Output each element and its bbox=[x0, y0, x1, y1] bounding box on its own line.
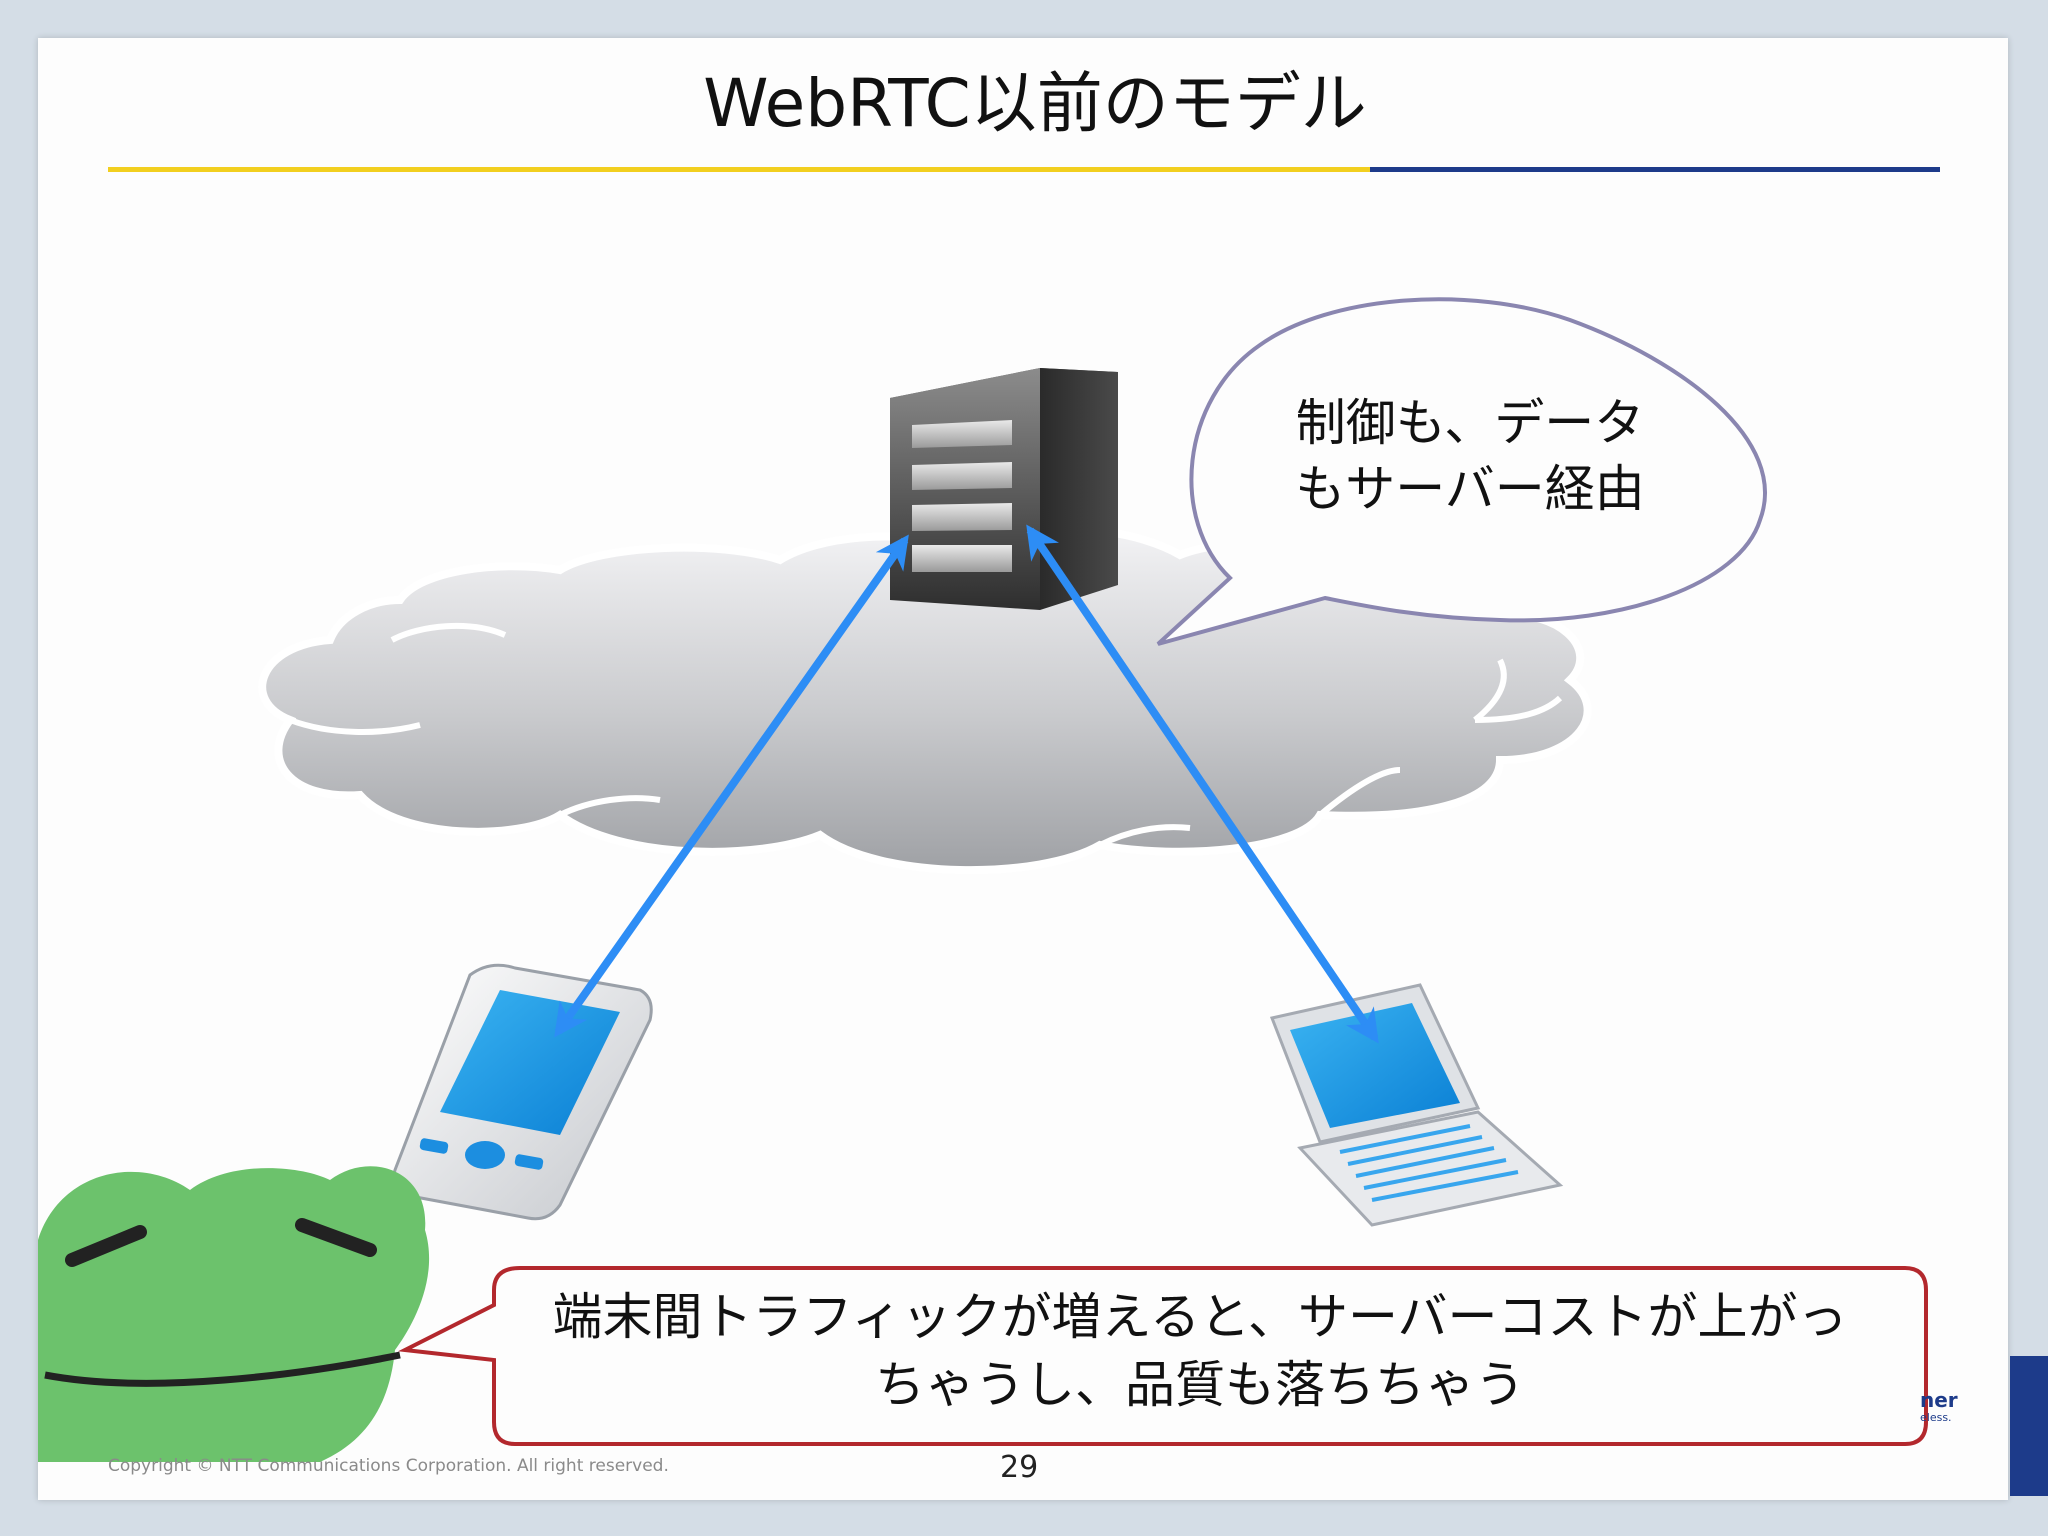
server-bubble-line-1: 制御も、データ bbox=[1295, 394, 1645, 452]
title-rule-blue bbox=[1370, 167, 1940, 172]
logo-fragment-main: ner bbox=[1920, 1388, 1958, 1412]
logo-fragment: ner eless. bbox=[1920, 1390, 1958, 1423]
frog-bubble-text: 端末間トラフィックが増えると、サーバーコストが上がっ ちゃうし、品質も落ちちゃう bbox=[500, 1283, 1900, 1419]
slide-title: WebRTC以前のモデル bbox=[703, 65, 1367, 142]
logo-bar bbox=[2010, 1356, 2048, 1496]
logo-fragment-sub: eless. bbox=[1920, 1411, 1952, 1424]
frog-icon bbox=[38, 1166, 430, 1462]
server-bubble-line-2: もサーバー経由 bbox=[1295, 460, 1645, 518]
frog-bubble-line-1: 端末間トラフィックが増えると、サーバーコストが上がっ bbox=[552, 1288, 1848, 1346]
title-rule-yellow bbox=[108, 167, 1370, 172]
server-icon bbox=[890, 368, 1118, 610]
laptop-icon bbox=[1269, 983, 1564, 1227]
smartphone-icon bbox=[392, 963, 653, 1221]
frog-bubble-line-2: ちゃうし、品質も落ちちゃう bbox=[875, 1356, 1525, 1414]
page-number: 29 bbox=[1000, 1450, 1039, 1485]
server-speech-bubble bbox=[1156, 297, 1767, 646]
server-bubble-text: 制御も、データ もサーバー経由 bbox=[1250, 390, 1690, 522]
phone-server-arrow bbox=[554, 534, 909, 1038]
frog-speech-bubble bbox=[398, 1266, 1928, 1446]
copyright-text: Copyright © NTT Communications Corporati… bbox=[108, 1456, 669, 1476]
laptop-server-arrow bbox=[1026, 524, 1379, 1044]
